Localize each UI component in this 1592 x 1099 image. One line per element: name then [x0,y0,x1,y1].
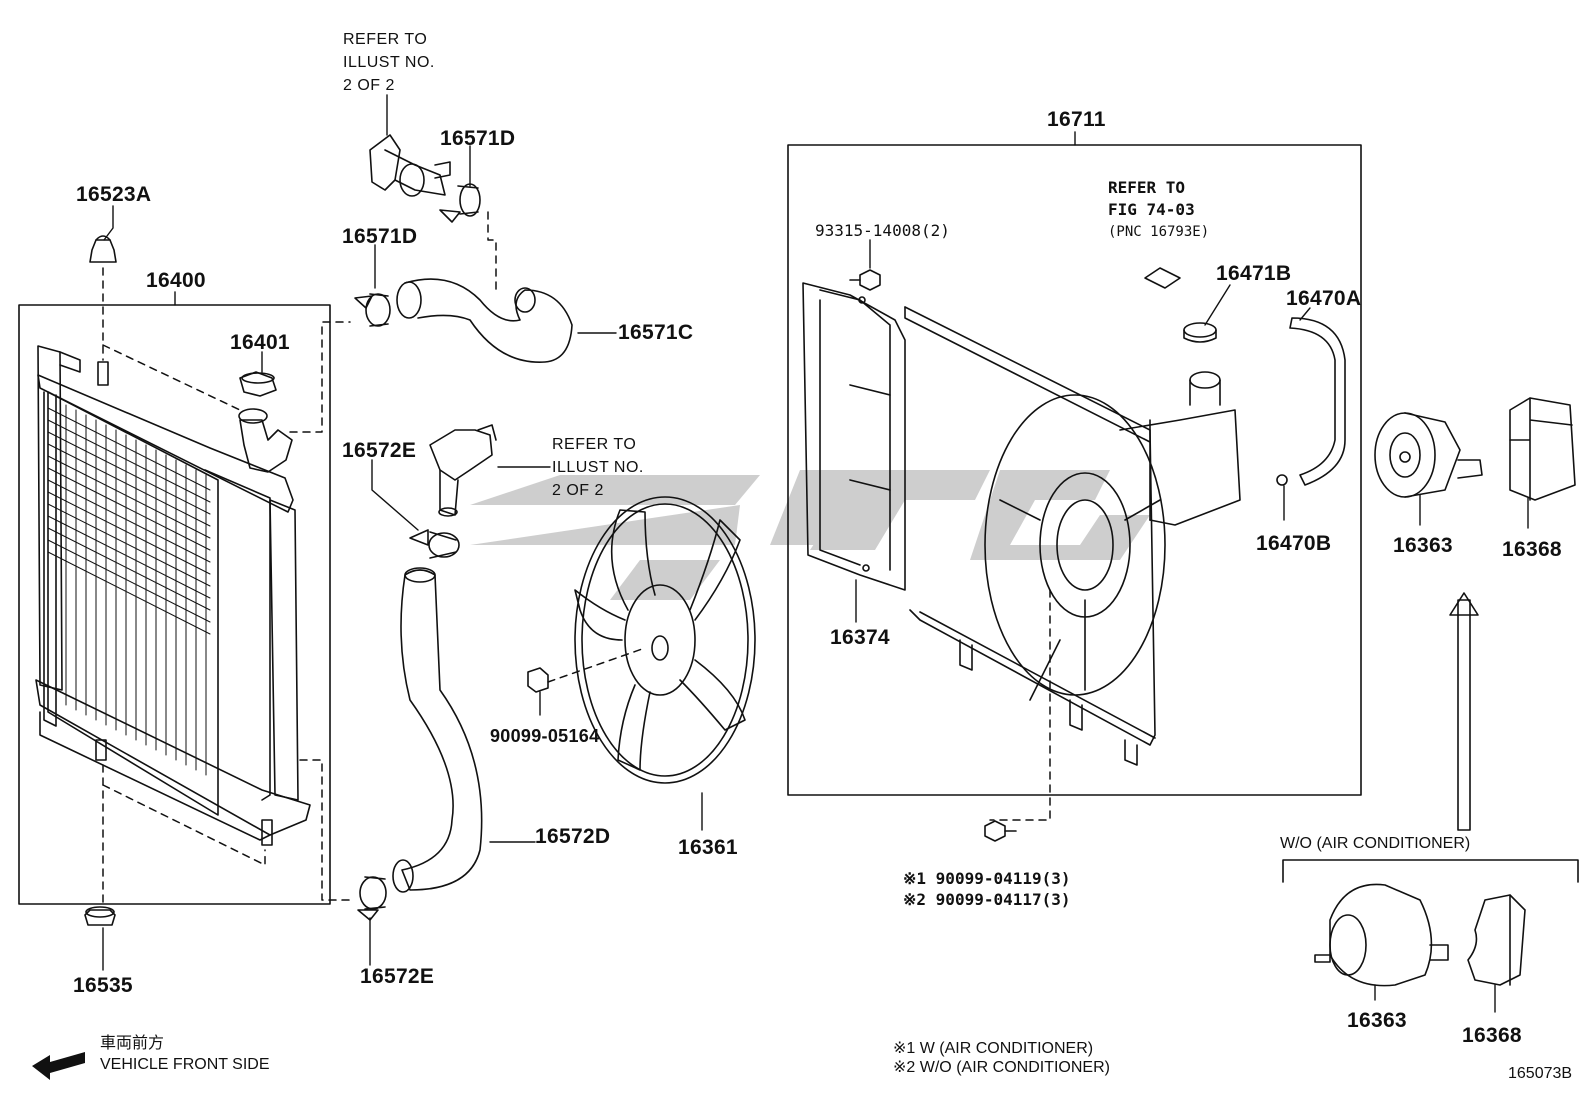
overflow-hose-16470A [1289,317,1346,486]
bolt-label-w-ac: ※1 90099-04119(3) [903,869,1071,888]
wo-ac-bracket [1282,859,1579,883]
part-label-16571C: 16571C [618,321,694,344]
shroud-frame [904,306,1241,766]
label-plate-fig74 [1144,267,1181,289]
upper-hose-guide [487,211,497,291]
clamp-16571D-mid [354,293,391,327]
part-label-16368-bottom: 16368 [1462,1024,1522,1047]
cover-16374 [802,282,906,591]
leader-lines [102,94,1529,1013]
part-label-16523A: 16523A [76,183,152,206]
refer-note-fig: REFER TO FIG 74-03 [1108,178,1195,219]
part-label-90099-05164: 90099-05164 [490,726,600,746]
bolt-label-wo-ac: ※2 90099-04117(3) [903,890,1071,909]
vehicle-front-jp: 車両前方 [100,1035,165,1052]
lower-hose-16572D [392,567,483,893]
part-label-16471B: 16471B [1216,262,1292,285]
part-label-93315-14008: 93315-14008(2) [815,221,950,240]
wo-ac-header: W/O (AIR CONDITIONER) [1280,835,1471,852]
part-label-16572D: 16572D [535,825,611,848]
radiator-guide-lines [102,267,351,906]
motor-16363-top [1374,412,1483,498]
cushion-16535 [84,906,116,926]
watermark-logo [470,470,1150,600]
motor-16363-bottom [1314,883,1449,987]
radiator-16400 [18,304,331,905]
part-label-16535: 16535 [73,974,133,997]
part-label-16470B: 16470B [1256,532,1332,555]
part-label-16401: 16401 [230,331,290,354]
clamp-16572E-top [409,529,460,559]
part-label-16374: 16374 [830,626,890,649]
clip-16470B [1276,474,1288,486]
clamp-16571D-top [439,183,481,223]
part-label-16368-top: 16368 [1502,538,1562,561]
part-label-16572E-top: 16572E [342,439,417,462]
refer-note-top: REFER TO ILLUST NO. 2 OF 2 [343,31,435,94]
nut-90099-05164 [527,667,549,693]
upper-hose-16571C [396,278,573,363]
refer-note-mid: REFER TO ILLUST NO. 2 OF 2 [552,436,644,499]
part-label-16363-top: 16363 [1393,534,1453,557]
part-label-16361: 16361 [678,836,738,859]
nut-guide [547,647,646,683]
footnote-w-ac: ※1 W (AIR CONDITIONER) [893,1040,1094,1057]
support-16368-bottom [1467,894,1526,986]
part-label-16711: 16711 [1047,108,1106,131]
fan-16361 [574,496,756,784]
water-inlet-mid [429,424,497,517]
vehicle-front-arrow [32,1052,85,1080]
vehicle-front-en: VEHICLE FRONT SIDE [100,1056,270,1073]
cushion-16523A [89,235,117,263]
part-label-16571D-top: 16571D [440,127,516,150]
part-label-16572E-bot: 16572E [360,965,435,988]
diagram-code: 165073B [1508,1065,1573,1082]
upward-arrow [1449,592,1479,831]
bolt-90099-04119 [984,820,1017,842]
part-label-16400: 16400 [146,269,206,292]
reservoir-cap-16471B [1183,322,1217,343]
part-label-16470A: 16470A [1286,287,1362,310]
water-outlet-top [369,134,451,197]
bolt-93315-14008 [849,269,881,291]
footnote-wo-ac: ※2 W/O (AIR CONDITIONER) [893,1059,1110,1076]
clamp-16572E-bot [357,876,387,921]
part-label-16363-bottom: 16363 [1347,1009,1407,1032]
part-label-16571D-mid: 16571D [342,225,418,248]
support-16368-top [1509,397,1576,501]
refer-note-pnc: (PNC 16793E) [1108,224,1210,240]
radiator-cap-16401 [239,371,277,397]
